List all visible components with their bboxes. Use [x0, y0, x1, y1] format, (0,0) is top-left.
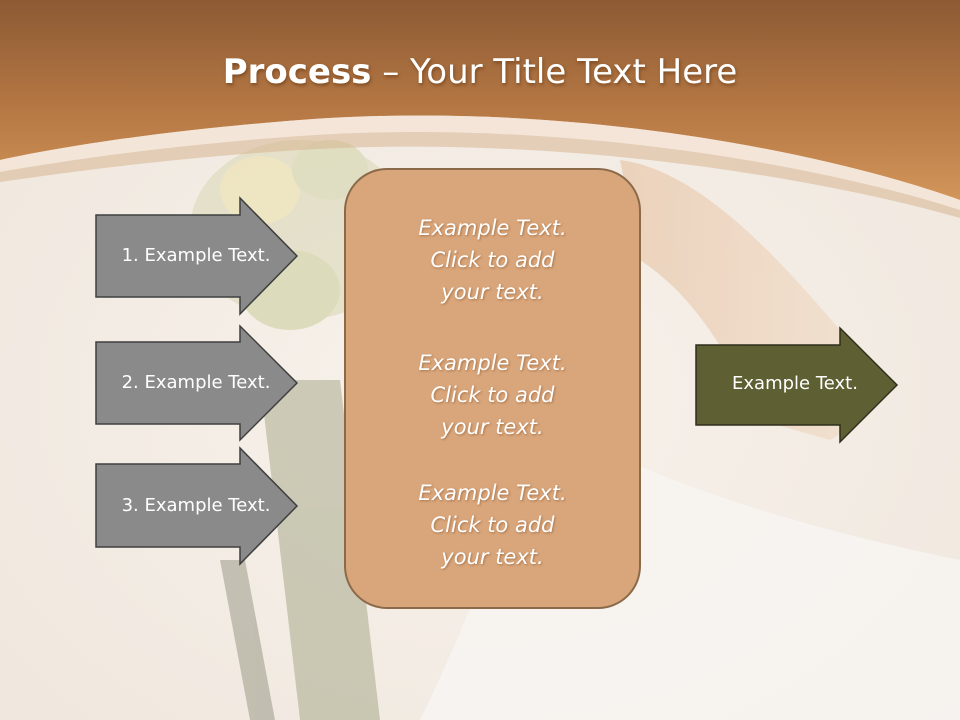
- banner-highlight: [0, 115, 960, 210]
- step-label-3: 3. Example Text.: [121, 495, 271, 516]
- page-title: Process – Your Title Text Here: [0, 52, 960, 92]
- center-text-line: your text.: [441, 415, 544, 439]
- center-text-block-2: Example Text. Click to add your text.: [345, 347, 640, 443]
- center-text-line: Example Text.: [418, 351, 567, 375]
- result-arrow[interactable]: [695, 326, 899, 444]
- step-arrow-1[interactable]: [95, 196, 299, 316]
- step-arrow-3[interactable]: [95, 446, 299, 566]
- center-text-line: Example Text.: [418, 481, 567, 505]
- banner-shadow-line: [0, 132, 960, 218]
- center-text-block-3: Example Text. Click to add your text.: [345, 477, 640, 573]
- center-text-line: Click to add: [430, 383, 555, 407]
- center-text-line: your text.: [441, 280, 544, 304]
- step-label-1: 1. Example Text.: [121, 245, 271, 266]
- step-label-2: 2. Example Text.: [121, 372, 271, 393]
- result-label: Example Text.: [732, 373, 858, 394]
- title-banner: [0, 0, 960, 200]
- center-text-line: Click to add: [430, 248, 555, 272]
- title-rest: – Your Title Text Here: [371, 52, 738, 92]
- step-arrow-2[interactable]: [95, 324, 299, 442]
- title-bold: Process: [222, 52, 372, 92]
- center-text-block-1: Example Text. Click to add your text.: [345, 212, 640, 308]
- center-text-line: Click to add: [430, 513, 555, 537]
- center-text-line: Example Text.: [418, 216, 567, 240]
- center-text-line: your text.: [441, 545, 544, 569]
- center-box[interactable]: [344, 168, 641, 609]
